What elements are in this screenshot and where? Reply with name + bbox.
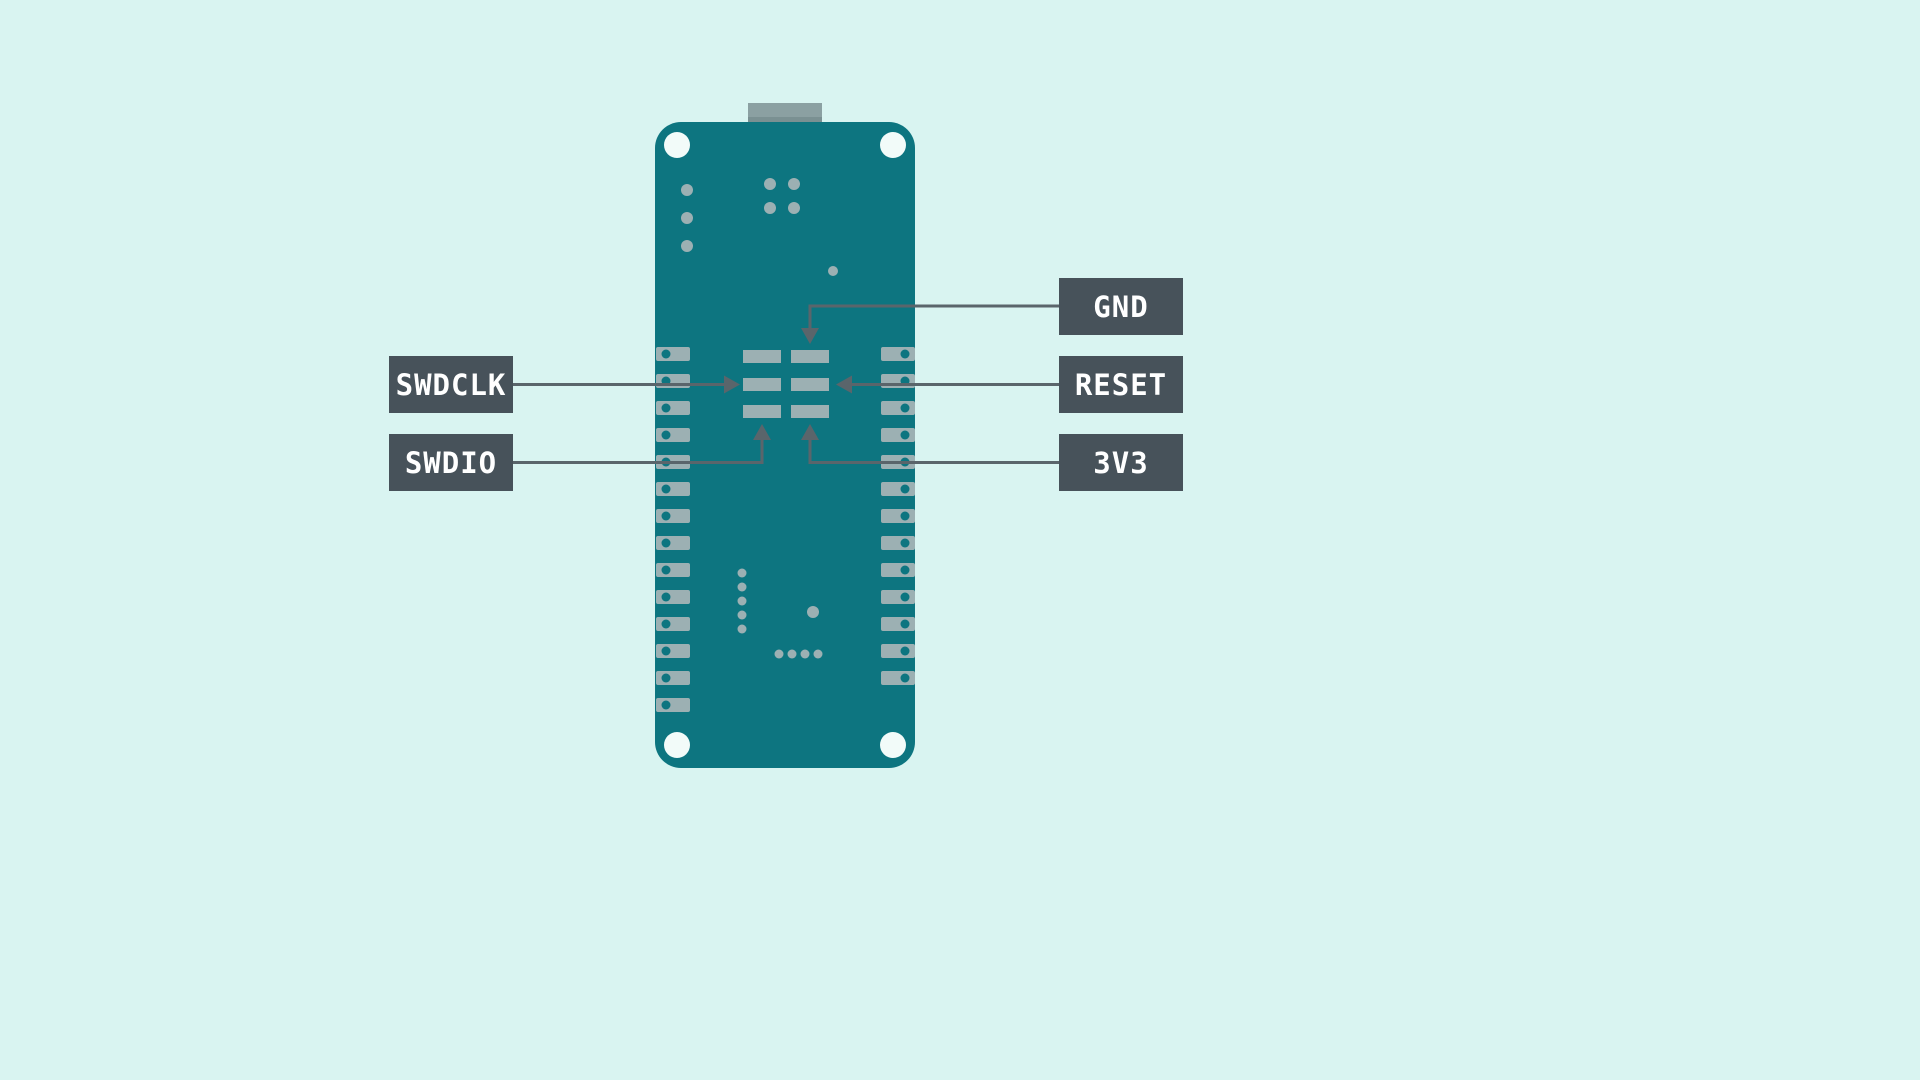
mounting-hole: [880, 732, 906, 758]
swd-pad: [791, 405, 829, 418]
swd-pad: [791, 350, 829, 363]
arrow-swdclk: [513, 375, 740, 394]
mounting-hole: [664, 732, 690, 758]
arrow-reset: [836, 375, 1059, 394]
arrow-3v3: [801, 424, 1059, 464]
callout-arrows: [513, 304, 1059, 464]
swd-pad: [743, 405, 781, 418]
label-reset: RESET: [1059, 356, 1183, 413]
label-swdclk: SWDCLK: [389, 356, 513, 413]
board-body: [655, 122, 915, 768]
swd-pads: [743, 350, 829, 418]
swd-pad: [791, 378, 829, 391]
swd-pad: [743, 378, 781, 391]
via-dots: [681, 178, 838, 659]
label-3v3: 3V3: [1059, 434, 1183, 491]
mounting-holes: [664, 132, 906, 758]
arrow-gnd: [801, 304, 1059, 344]
swd-pad: [743, 350, 781, 363]
label-gnd: GND: [1059, 278, 1183, 335]
mounting-hole: [880, 132, 906, 158]
mounting-hole: [664, 132, 690, 158]
label-swdio: SWDIO: [389, 434, 513, 491]
arrow-swdio: [513, 424, 771, 464]
